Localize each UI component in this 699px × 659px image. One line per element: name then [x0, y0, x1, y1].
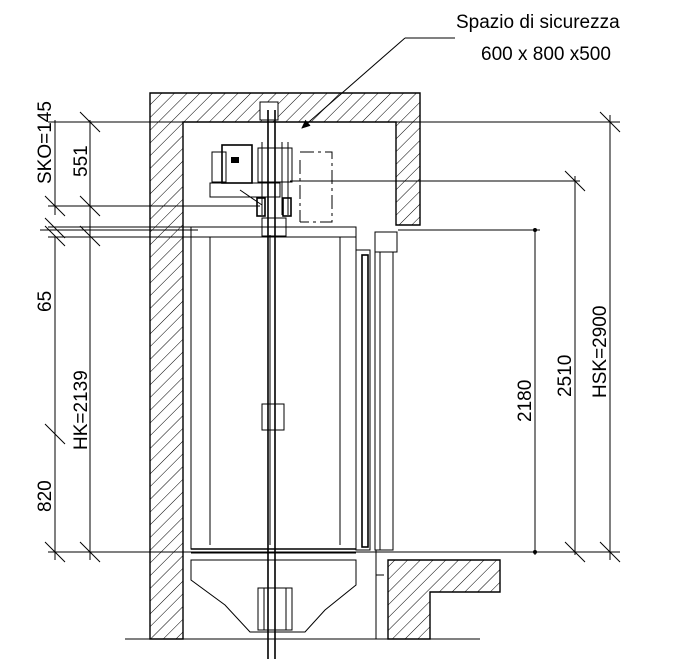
car-sling — [190, 559, 357, 633]
right-landing-sill — [387, 559, 501, 640]
dim-label-2510: 2510 — [555, 355, 576, 397]
machine-group — [209, 142, 293, 237]
callout-leader — [301, 37, 455, 129]
dim-label-hsk: HSK=2900 — [590, 306, 611, 398]
dim-label-551: 551 — [71, 145, 92, 177]
dim-2180-bottom-dot — [533, 550, 537, 554]
callout-dimensions: 600 x 800 x500 — [481, 44, 611, 65]
car-body — [190, 226, 357, 550]
extension-lines — [48, 121, 620, 553]
roof-hook-block — [259, 101, 279, 121]
cable-clamp-left — [256, 197, 266, 217]
motor-inner — [211, 151, 227, 183]
cable-clamp-right — [282, 197, 292, 217]
motor-terminal — [231, 157, 239, 163]
dim-label-sko: SKO=145 — [35, 101, 56, 184]
elevator-car — [48, 226, 357, 633]
shaft-walls — [149, 92, 501, 640]
right-dimension-chain — [533, 111, 621, 563]
dim-label-2180: 2180 — [515, 380, 536, 422]
machine-bedplate — [209, 182, 281, 198]
guide-rail — [267, 110, 276, 659]
left-dimension-chain — [40, 111, 198, 563]
dim-label-65: 65 — [35, 291, 56, 312]
car-door-handle — [261, 403, 285, 431]
dim-2180-top-dot — [533, 228, 537, 232]
landing-door — [355, 231, 398, 639]
safety-gear — [257, 587, 293, 631]
safety-space-zone — [299, 151, 333, 223]
callout-title: Spazio di sicurezza — [456, 12, 620, 33]
cable-diagonal — [239, 189, 263, 206]
dim-label-820: 820 — [35, 480, 56, 512]
dim-label-hk: HK=2139 — [71, 370, 92, 450]
